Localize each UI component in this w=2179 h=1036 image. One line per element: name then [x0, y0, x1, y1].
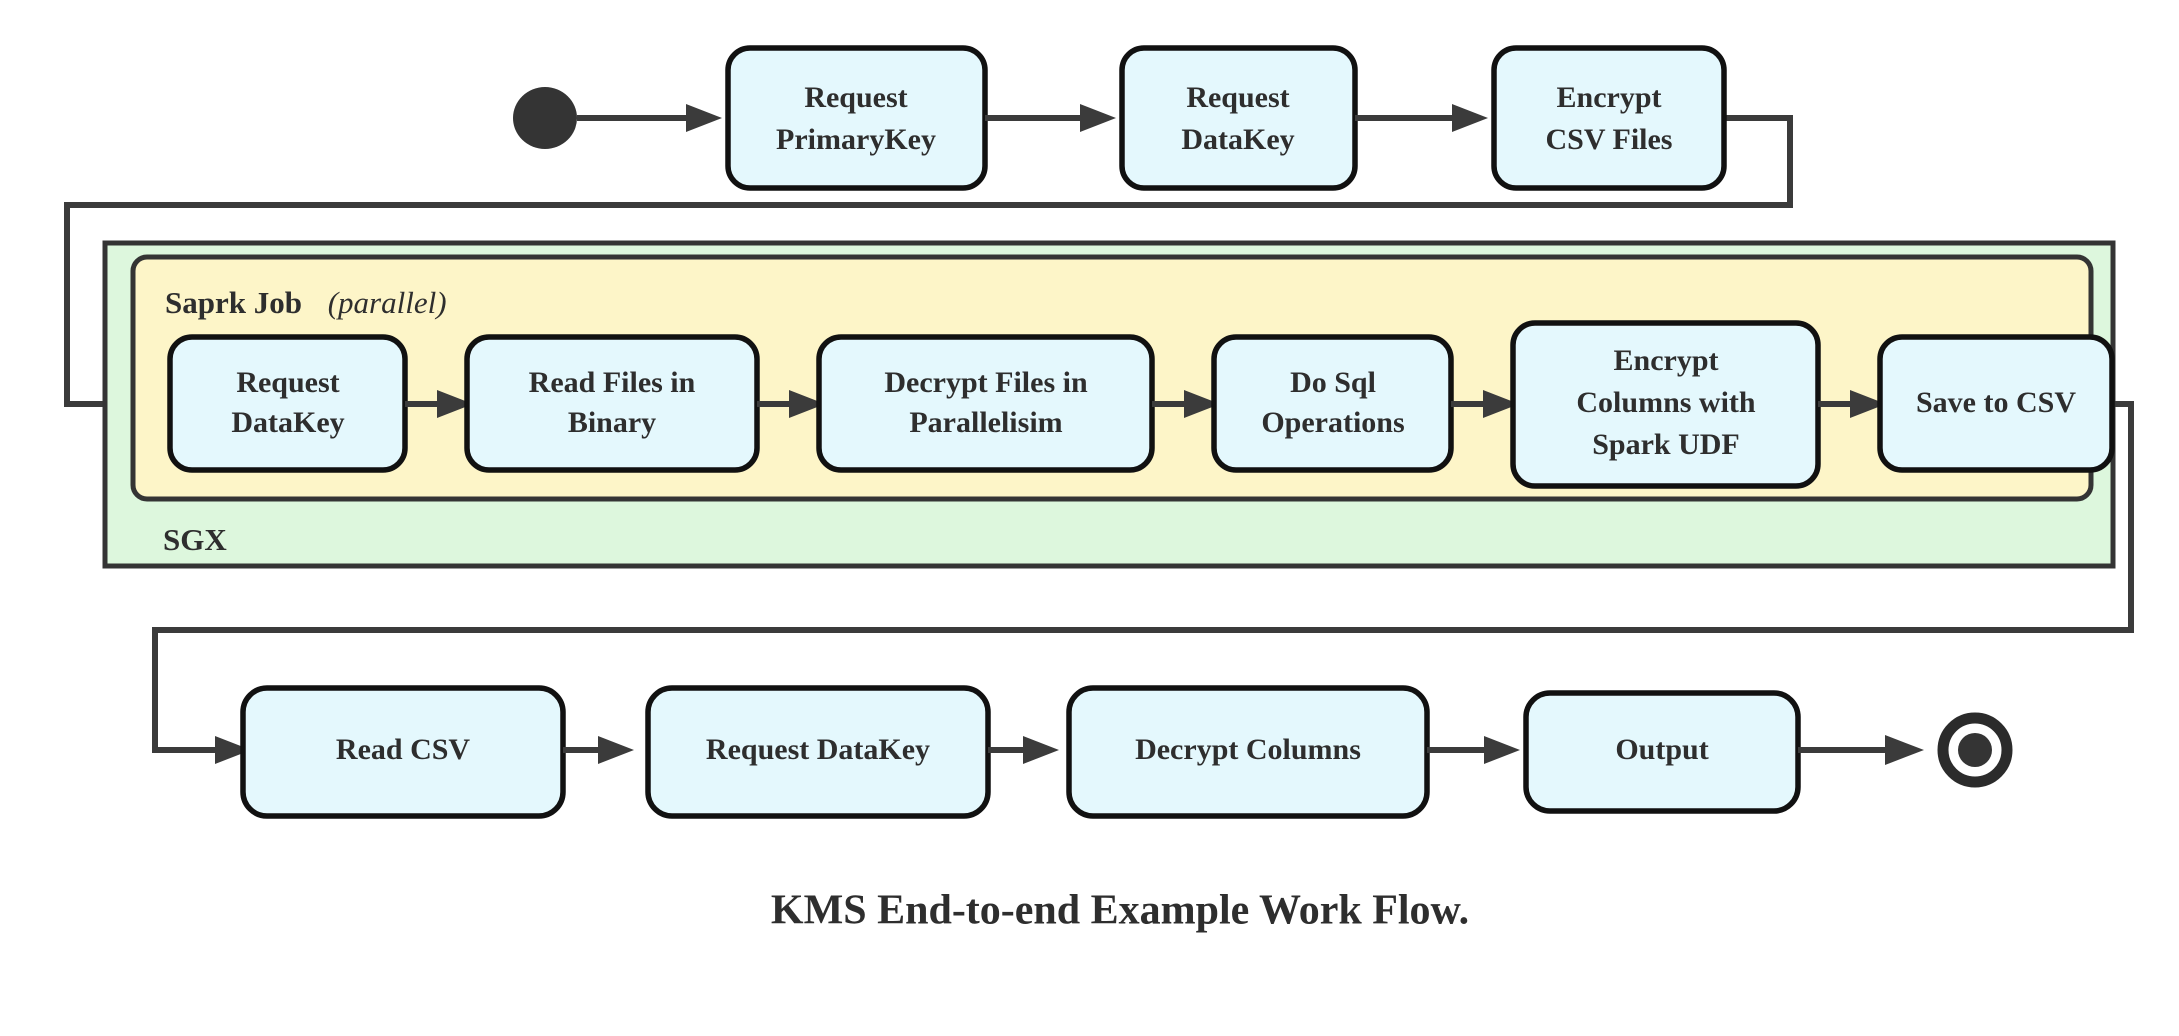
node-encrypt-columns-spark-udf-line-3: Spark UDF: [1592, 428, 1740, 461]
node-encrypt-csv-files[interactable]: [1491, 45, 1727, 191]
node-read-csv-line-1: Read CSV: [336, 733, 471, 766]
node-request-datakey-top[interactable]: [1119, 45, 1358, 191]
node-do-sql-operations[interactable]: [1211, 334, 1454, 473]
arrowhead-start-to-request-primarykey: [686, 104, 722, 132]
node-save-to-csv[interactable]: [1877, 334, 2115, 473]
arrowhead-encrypt-columns-to-save-csv: [1850, 390, 1886, 418]
start-node: [513, 87, 577, 149]
container-spark-job-label: Saprk Job (parallel): [165, 285, 447, 320]
diagram-caption: KMS End-to-end Example Work Flow.: [771, 888, 1469, 934]
arrowhead-primarykey-to-datakey: [1080, 104, 1116, 132]
node-save-to-csv-line-1: Save to CSV: [1916, 386, 2076, 419]
node-request-primarykey[interactable]: [725, 45, 988, 191]
node-output-line-1: Output: [1615, 733, 1708, 766]
container-sgx-label: SGX: [163, 522, 227, 557]
arrowhead-read-files-to-decrypt-files: [789, 390, 825, 418]
container-spark-job-subtitle: (parallel): [328, 285, 447, 320]
arrowhead-decrypt-files-to-do-sql: [1184, 390, 1220, 418]
arrowhead-datakey-to-encrypt-csv: [1452, 104, 1488, 132]
arrowhead-datakey-to-read-files: [437, 390, 473, 418]
arrowhead-output-to-end: [1885, 735, 1924, 765]
node-request-primarykey-line-1: Request: [804, 81, 907, 114]
node-do-sql-operations-line-2: Operations: [1261, 406, 1404, 439]
node-request-datakey-top-line-1: Request: [1186, 81, 1289, 114]
node-encrypt-columns-spark-udf-line-1: Encrypt: [1614, 344, 1719, 377]
arrowhead-read-csv-to-request-datakey: [598, 736, 634, 764]
node-decrypt-files-in-parallelisim[interactable]: [816, 334, 1155, 473]
node-request-datakey-top-line-2: DataKey: [1181, 123, 1294, 156]
node-read-files-in-binary[interactable]: [464, 334, 760, 473]
edge-save-csv-to-read-csv: [152, 401, 2134, 753]
node-encrypt-csv-files-line-2: CSV Files: [1546, 123, 1673, 156]
node-read-files-in-binary-line-2: Binary: [568, 406, 656, 439]
node-decrypt-files-in-parallelisim-line-2: Parallelisim: [909, 406, 1062, 439]
arrowhead-request-datakey-to-decrypt-columns: [1023, 736, 1059, 764]
end-node-inner-dot: [1958, 733, 1992, 767]
node-request-datakey-spark-line-1: Request: [236, 366, 339, 399]
node-decrypt-columns-line-1: Decrypt Columns: [1135, 733, 1361, 766]
node-decrypt-files-in-parallelisim-line-1: Decrypt Files in: [884, 366, 1088, 399]
arrowhead-decrypt-columns-to-output: [1484, 736, 1520, 764]
edge-encrypt-csv-to-spark: [64, 115, 1793, 407]
arrowhead-do-sql-to-encrypt-columns: [1483, 390, 1519, 418]
node-request-primarykey-line-2: PrimaryKey: [776, 123, 936, 156]
container-spark-job-title: Saprk Job: [165, 285, 302, 320]
node-do-sql-operations-line-1: Do Sql: [1290, 366, 1376, 399]
node-encrypt-columns-spark-udf-line-2: Columns with: [1576, 386, 1756, 419]
node-request-datakey-spark[interactable]: [167, 334, 408, 473]
node-read-files-in-binary-line-1: Read Files in: [529, 366, 696, 399]
arrowhead-save-csv-to-read-csv: [215, 736, 251, 764]
node-encrypt-csv-files-line-1: Encrypt: [1557, 81, 1662, 114]
node-request-datakey-bottom-line-1: Request DataKey: [706, 733, 930, 766]
node-request-datakey-spark-line-2: DataKey: [231, 406, 344, 439]
